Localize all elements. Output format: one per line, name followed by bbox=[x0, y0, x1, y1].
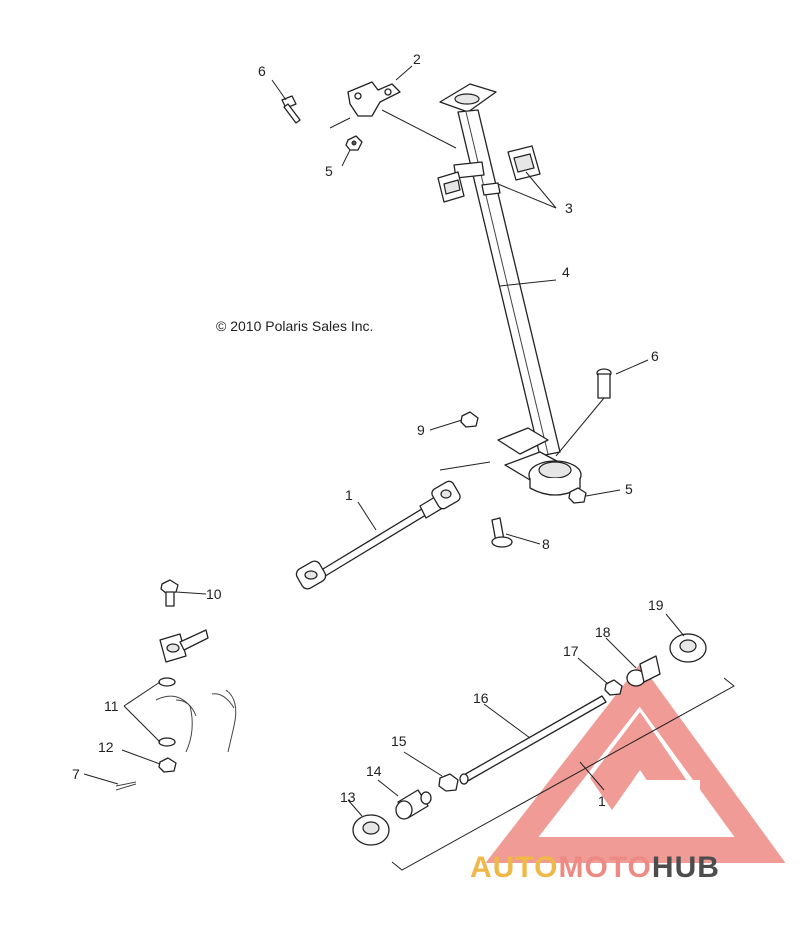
leader-lines bbox=[83, 65, 685, 817]
callout-16: 16 bbox=[473, 690, 489, 706]
callout-6-top: 6 bbox=[258, 63, 266, 79]
callout-1-lower: 1 bbox=[598, 793, 606, 809]
steering-column bbox=[439, 83, 582, 496]
tie-rod-upper bbox=[295, 480, 461, 590]
watermark-logo: AUTOMOTOHUB bbox=[470, 851, 720, 884]
callout-14: 14 bbox=[366, 763, 382, 779]
nut-right bbox=[568, 487, 587, 504]
nut-top bbox=[345, 135, 363, 151]
callout-12: 12 bbox=[98, 739, 114, 755]
callout-9: 9 bbox=[417, 422, 425, 438]
bolt-top bbox=[281, 95, 301, 124]
callout-7: 7 bbox=[72, 766, 80, 782]
bushing-right bbox=[507, 145, 541, 181]
callout-4: 4 bbox=[562, 264, 570, 280]
bolt-right bbox=[596, 368, 612, 399]
callout-1-upper: 1 bbox=[345, 487, 353, 503]
callout-6-right: 6 bbox=[651, 348, 659, 364]
callout-17: 17 bbox=[563, 643, 579, 659]
spindle-outline bbox=[155, 689, 237, 753]
callout-5-top: 5 bbox=[325, 163, 333, 179]
callout-5-right: 5 bbox=[625, 481, 633, 497]
bolt-10 bbox=[160, 579, 179, 607]
tie-rod-assembly-lower bbox=[352, 633, 735, 871]
callout-11: 11 bbox=[104, 698, 119, 714]
mount-bracket bbox=[347, 81, 401, 117]
watermark-logo-mark bbox=[485, 663, 786, 863]
callout-10: 10 bbox=[206, 586, 222, 602]
callout-19: 19 bbox=[648, 597, 664, 613]
washers-11 bbox=[158, 677, 176, 747]
callout-15: 15 bbox=[391, 733, 407, 749]
callout-18: 18 bbox=[595, 624, 611, 640]
callout-8: 8 bbox=[542, 536, 550, 552]
nut-9 bbox=[460, 411, 479, 428]
knuckle-lower-left bbox=[159, 629, 209, 663]
nut-12 bbox=[158, 757, 177, 773]
copyright-text: © 2010 Polaris Sales Inc. bbox=[216, 318, 373, 334]
bolt-8 bbox=[491, 517, 513, 548]
logo-part-c: HUB bbox=[652, 851, 720, 884]
svg-text:AUTOMOTOHUB: AUTOMOTOHUB bbox=[470, 851, 720, 884]
callouts: 6 2 5 3 4 6 9 5 1 8 10 19 18 17 16 11 15… bbox=[72, 51, 664, 809]
cotter-pin-7 bbox=[115, 781, 137, 791]
logo-part-b: MOTO bbox=[558, 851, 651, 884]
logo-part-a: AUTO bbox=[470, 851, 558, 884]
callout-2: 2 bbox=[413, 51, 421, 67]
callout-13: 13 bbox=[340, 789, 356, 805]
bushing-left bbox=[437, 171, 465, 203]
callout-3: 3 bbox=[565, 200, 573, 216]
